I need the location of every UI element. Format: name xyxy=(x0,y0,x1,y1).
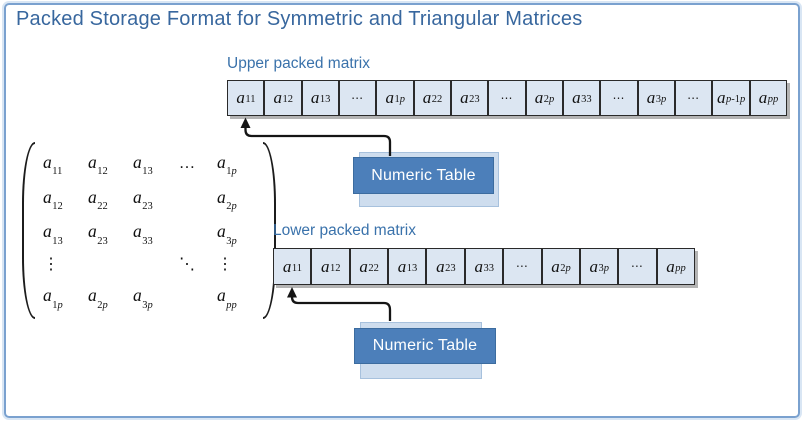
matrix-entry: a33 xyxy=(133,221,153,247)
outer-frame xyxy=(4,3,800,418)
upper-numeric-table-box: Numeric Table xyxy=(353,157,494,194)
upper-array-cell: ⋯ xyxy=(488,80,526,116)
matrix-entry: a3p xyxy=(217,221,237,247)
matrix-entry: a11 xyxy=(43,151,63,178)
lower-numeric-table-label: Numeric Table xyxy=(372,337,478,354)
matrix-entry: a13 xyxy=(133,151,153,178)
matrix-entry: a2p xyxy=(88,285,108,311)
matrix-entry: app xyxy=(217,285,237,311)
matrix-entry: a3p xyxy=(133,285,153,311)
lower-array-cell: ⋯ xyxy=(503,248,542,285)
lower-array-cell: ⋯ xyxy=(618,248,657,285)
page-title: Packed Storage Format for Symmetric and … xyxy=(16,8,583,30)
matrix-entry: … xyxy=(179,154,195,172)
matrix-entry: a2p xyxy=(217,186,237,213)
upper-array-cell: ⋯ xyxy=(338,80,377,116)
matrix-entry: ⋮ xyxy=(217,255,233,273)
matrix-entry: a13 xyxy=(43,221,63,247)
lower-packed-label: Lower packed matrix xyxy=(273,222,417,239)
lower-numeric-table-box: Numeric Table xyxy=(354,328,496,364)
matrix-entry: a1p xyxy=(217,151,237,178)
matrix-entry: a1p xyxy=(43,285,63,311)
left-paren xyxy=(22,142,35,319)
matrix-entry: a12 xyxy=(43,186,63,213)
symmetric-matrix: a11 a12 a13 … a1p a12 a22 a23 a2p a13 a23 a33 a3p ⋮ ⋱ ⋮… xyxy=(22,142,276,319)
upper-array-cell: ⋯ xyxy=(674,80,713,116)
matrix-entry: a12 xyxy=(88,151,108,178)
matrix-entry: a23 xyxy=(133,186,153,213)
upper-packed-label: Upper packed matrix xyxy=(227,55,371,72)
upper-array-cell: ⋯ xyxy=(600,80,638,116)
matrix-grid: a11 a12 a13 … a1p a12 a22 a23 a2p a13 a23 a33 a3p ⋮ ⋱ ⋮… xyxy=(35,142,263,319)
matrix-entry: ⋮ xyxy=(43,255,59,273)
matrix-entry: a22 xyxy=(88,186,108,213)
matrix-entry: ⋱ xyxy=(179,255,195,273)
upper-numeric-table-label: Numeric Table xyxy=(371,166,476,184)
matrix-entry: a23 xyxy=(88,221,108,247)
